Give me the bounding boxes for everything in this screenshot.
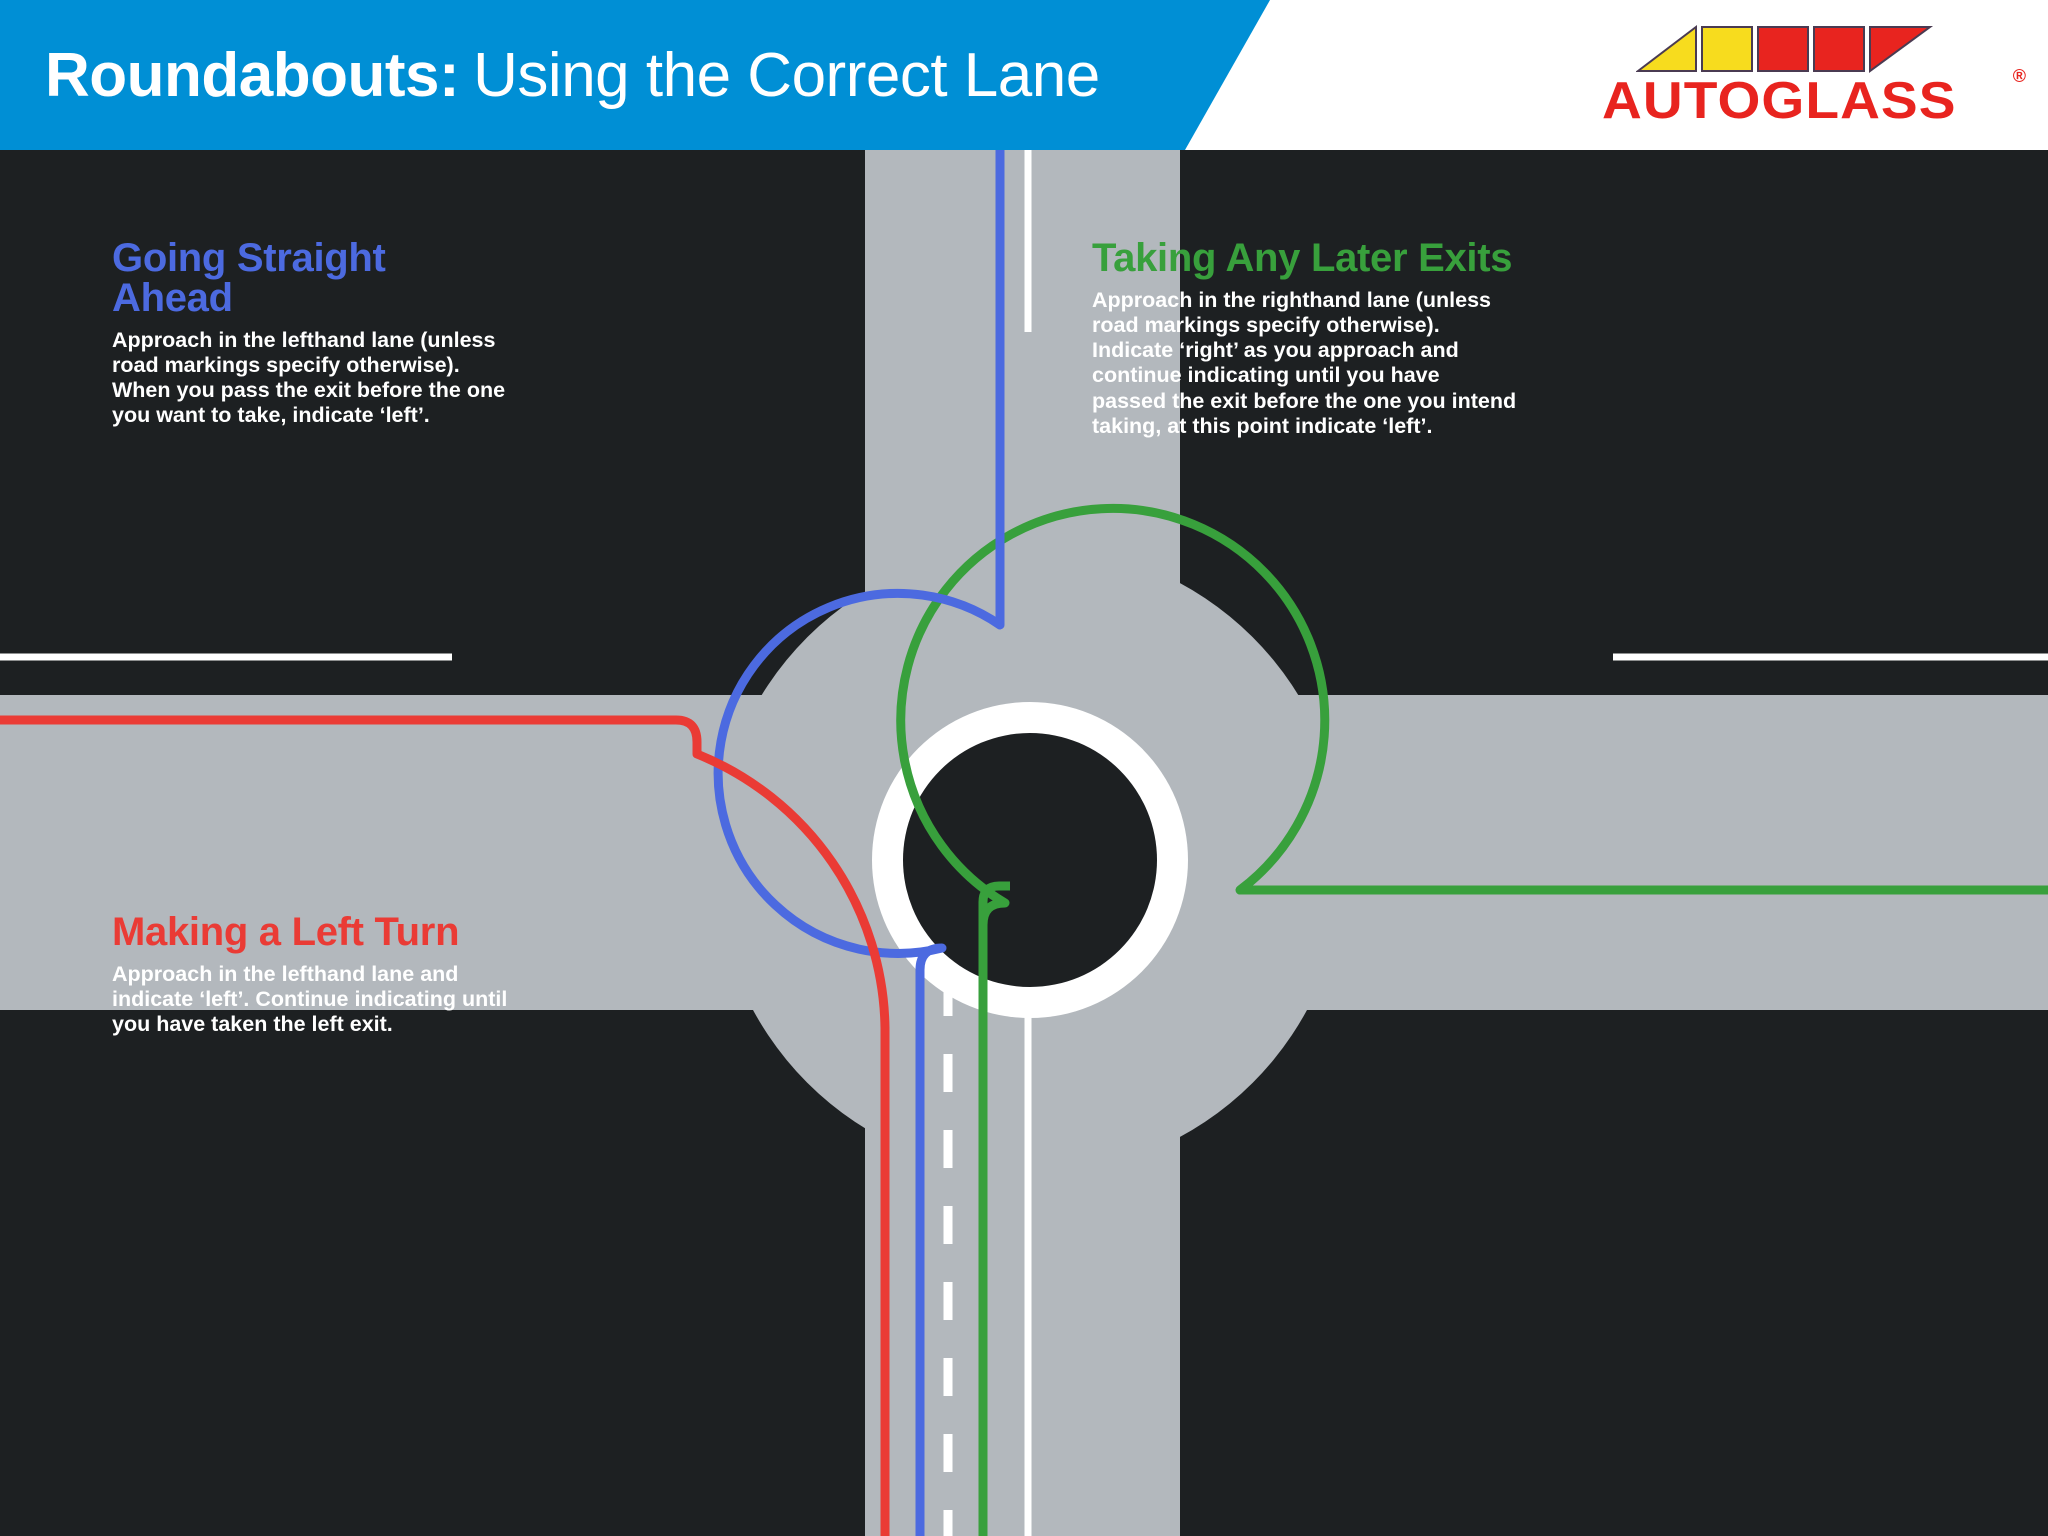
page-title-light: Using the Correct Lane (473, 40, 1100, 110)
page-title: Roundabouts: Using the Correct Lane (45, 0, 1100, 150)
page-title-bold: Roundabouts: (45, 40, 460, 110)
section-heading-later-exits: Taking Any Later Exits (1092, 236, 1513, 280)
section-body-going-straight: Approach in the lefthand lane (unless ro… (112, 328, 506, 428)
roundabout-lane-diagram (0, 150, 2048, 1536)
diagram-board: Going Straight Ahead Approach in the lef… (0, 150, 2048, 1536)
section-heading-going-straight: Going Straight Ahead (112, 236, 386, 320)
section-taking-any-later-exits: Taking Any Later Exits Approach in the r… (1092, 238, 1517, 439)
section-going-straight-ahead: Going Straight Ahead Approach in the lef… (112, 238, 512, 429)
section-body-left-turn: Approach in the lefthand lane and indica… (112, 962, 508, 1037)
autoglass-logo: AUTOGLASS ® (1602, 24, 2026, 130)
section-making-a-left-turn: Making a Left Turn Approach in the lefth… (112, 912, 512, 1037)
autoglass-wordmark: AUTOGLASS (1602, 72, 1957, 130)
route-red-final (0, 715, 890, 1536)
lane-markings (0, 150, 2048, 1536)
route-green-final (896, 503, 2048, 1536)
section-heading-left-turn: Making a Left Turn (112, 910, 460, 954)
header-blue-band (0, 0, 1270, 150)
route-blue-visible (713, 150, 1005, 1536)
registered-trademark-icon: ® (2012, 66, 2026, 86)
section-body-later-exits: Approach in the righthand lane (unless r… (1092, 288, 1517, 438)
autoglass-chevron-mark (1636, 24, 1934, 73)
central-island (872, 702, 1188, 1018)
header-bar: Roundabouts: Using the Correct Lane AUTO… (0, 0, 2048, 150)
